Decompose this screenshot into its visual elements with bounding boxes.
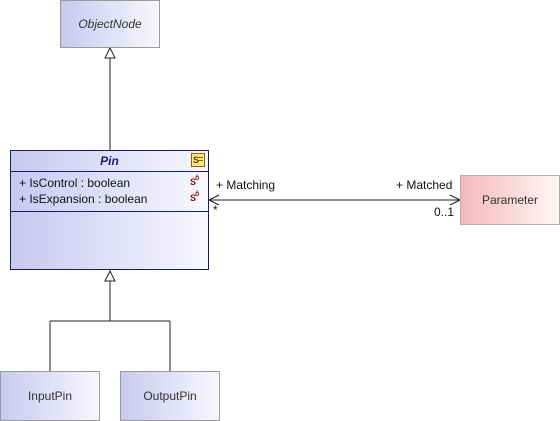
outputpin-class[interactable]: OutputPin <box>120 371 220 421</box>
parameter-class-name: Parameter <box>481 193 539 207</box>
attribute-text: + IsExpansion : boolean <box>19 192 148 206</box>
attribute-text: + IsControl : boolean <box>19 176 131 190</box>
pin-class-name: Pin <box>100 154 119 168</box>
objectnode-class[interactable]: ObjectNode <box>60 0 160 48</box>
class-stereotype-icon: S <box>191 153 205 167</box>
generalization-subpins-pin[interactable] <box>49 269 171 371</box>
parameter-class[interactable]: Parameter <box>460 175 560 225</box>
association-source-multiplicity: * <box>213 203 218 217</box>
association-target-multiplicity: 0..1 <box>434 205 455 219</box>
pin-class-header: Pin S <box>11 151 208 172</box>
association-target-role: + Matched <box>396 178 453 192</box>
outputpin-class-name: OutputPin <box>143 389 197 403</box>
inputpin-class[interactable]: InputPin <box>0 371 100 421</box>
association-source-role: + Matching <box>216 178 276 192</box>
inputpin-class-name: InputPin <box>27 389 73 403</box>
association-pin-parameter[interactable] <box>207 194 462 206</box>
objectnode-class-name: ObjectNode <box>78 17 142 31</box>
generalization-pin-objectnode[interactable] <box>104 46 116 150</box>
